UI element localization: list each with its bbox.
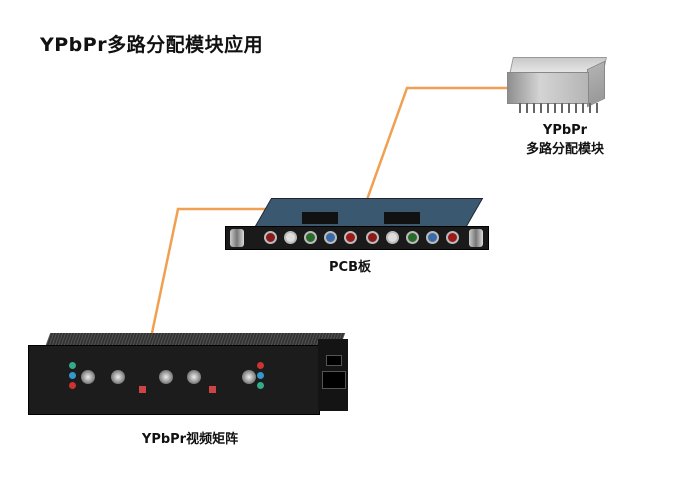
- matrix-label: YPbPr视频矩阵: [141, 432, 239, 447]
- pcb-label: PCB板: [329, 260, 371, 275]
- page-title: YPbPr多路分配模块应用: [40, 34, 264, 56]
- video-matrix-image: [28, 333, 348, 415]
- wire-matrix-to-pcb: [150, 207, 278, 334]
- wire-pcb-to-module: [362, 86, 507, 209]
- module-label: YPbPr 多路分配模块: [510, 123, 620, 157]
- module-label-line2: 多路分配模块: [525, 142, 604, 157]
- module-label-line1: YPbPr: [542, 123, 588, 138]
- ypbpr-module-image: [507, 57, 607, 113]
- pcb-board-image: [222, 190, 489, 260]
